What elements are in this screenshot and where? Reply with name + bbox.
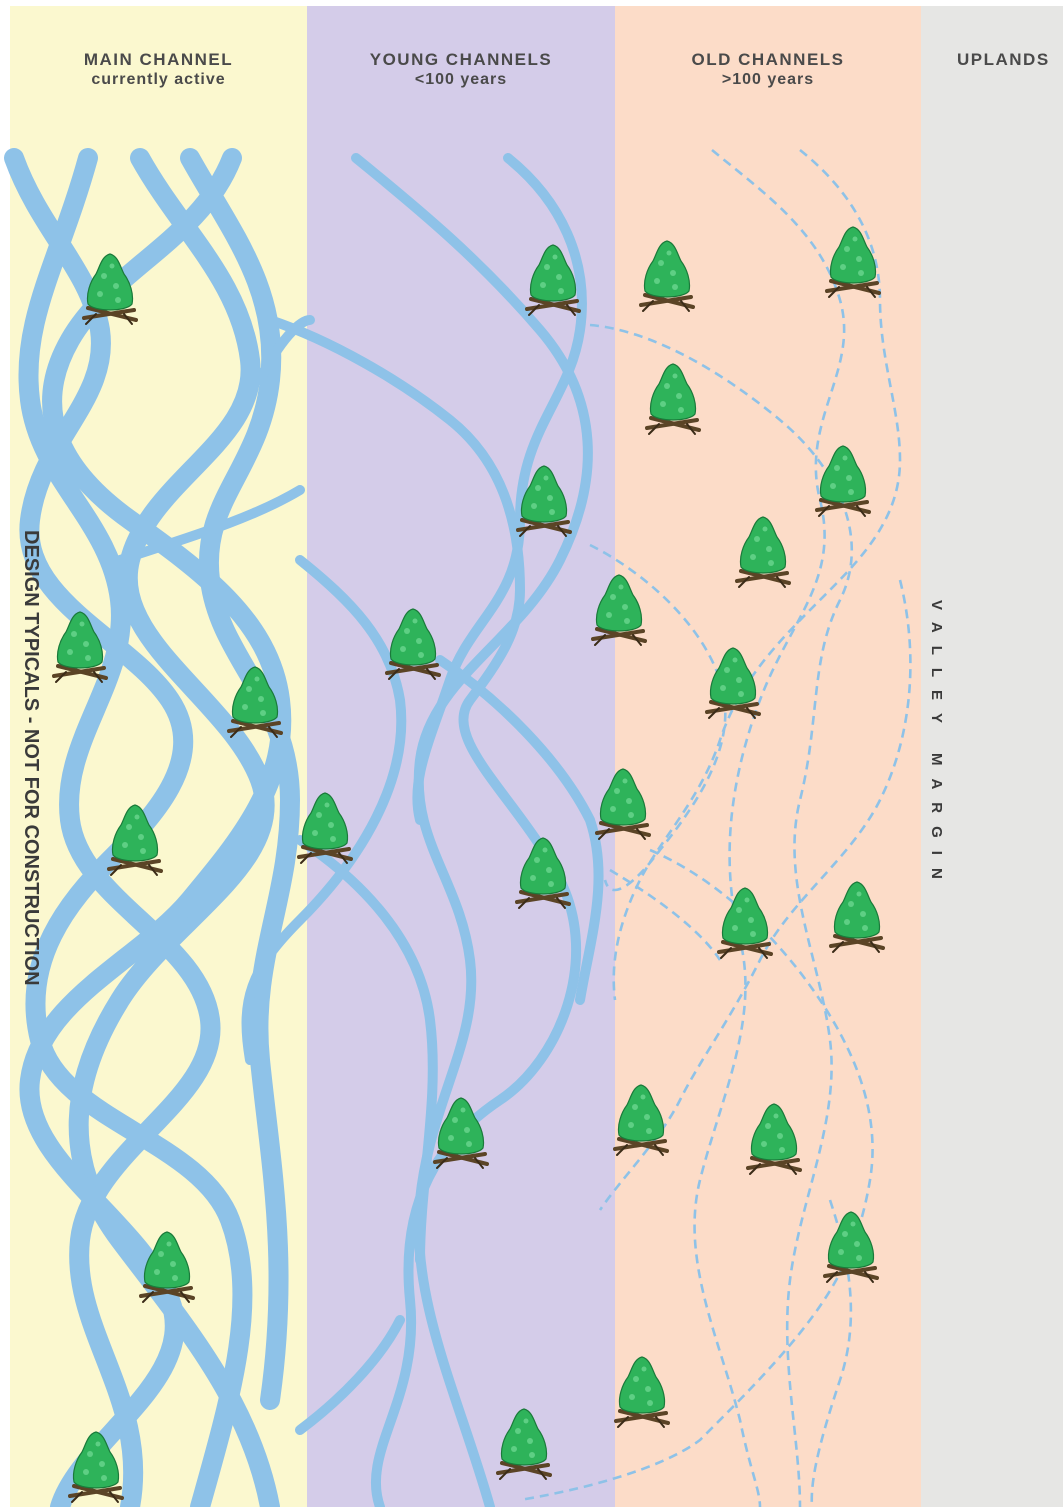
zone-title: MAIN CHANNEL currently active (10, 50, 307, 90)
wood-jam-tree-icon (639, 239, 695, 313)
old-channel-trace (598, 579, 912, 1211)
zone-title-line1: YOUNG CHANNELS (369, 50, 553, 69)
main-channel-side-branch (115, 485, 305, 565)
zone-title: YOUNG CHANNELS <100 years (307, 50, 615, 90)
main-channels (4, 148, 315, 1507)
wood-jam-tree-icon (829, 880, 885, 954)
zone-title-line2: currently active (91, 71, 226, 88)
old-channel-trace (693, 149, 846, 1507)
young-channel-strand (435, 655, 604, 1005)
zone-title-line2: >100 years (721, 71, 815, 88)
wood-jam-tree-icon (645, 362, 701, 436)
wood-jam-tree-icon (496, 1407, 552, 1481)
wood-jam-tree-icon (591, 573, 647, 647)
young-channel-strand (351, 153, 593, 1507)
old-channel-trace (589, 323, 854, 1507)
valley-margin-label: VALLEY MARGIN (928, 600, 945, 892)
wood-jam-tree-icon (815, 444, 871, 518)
wood-jam-tree-icon (735, 515, 791, 589)
zone-title-line1: UPLANDS (957, 50, 1050, 69)
young-channel-strand (295, 835, 438, 1265)
zone-title-line2: <100 years (414, 71, 508, 88)
wood-jam-tree-icon (297, 791, 353, 865)
main-channel-strand (4, 148, 253, 1507)
young-channel-strand (241, 555, 407, 1065)
old-channel-trace (589, 543, 727, 892)
wood-jam-tree-icon (746, 1102, 802, 1176)
old-channel-trace (612, 148, 902, 1001)
young-channel-strand (295, 1315, 405, 1435)
zone-title-line1: OLD CHANNELS (691, 50, 845, 69)
zone-uplands: UPLANDS (921, 6, 1063, 1507)
wood-jam-tree-icon (823, 1210, 879, 1284)
wood-jam-tree-icon (613, 1083, 669, 1157)
young-channel-strand (265, 315, 582, 1507)
wood-jam-tree-icon (595, 767, 651, 841)
zone-title: OLD CHANNELS >100 years (615, 50, 921, 90)
young-channels (241, 153, 604, 1507)
wood-jam-tree-icon (614, 1355, 670, 1429)
old-channels (519, 148, 912, 1507)
zone-title-line1: MAIN CHANNEL (83, 50, 234, 69)
zone-title: UPLANDS (921, 50, 1063, 70)
old-channel-trace (609, 868, 722, 961)
design-disclaimer-label: DESIGN TYPICALS - NOT FOR CONSTRUCTION (20, 530, 42, 986)
wood-jam-tree-icon (515, 836, 571, 910)
main-channel-side-branch (255, 315, 315, 385)
old-channel-trace (519, 848, 874, 1502)
young-channel-strand (412, 153, 587, 825)
main-channel-strand (18, 148, 221, 1507)
wood-jam-tree-icon (705, 646, 761, 720)
